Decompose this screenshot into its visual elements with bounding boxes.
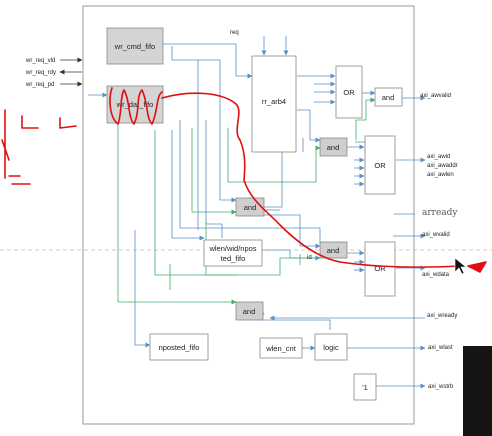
wr-cmd-fifo-label: wr_cmd_fifo (114, 42, 155, 51)
and-center-gate[interactable] (319, 241, 348, 259)
const-one-block[interactable] (353, 373, 377, 401)
blue-wires (88, 36, 426, 389)
mouse-cursor-icon (454, 257, 467, 275)
and-top-label: and (382, 93, 395, 102)
output-axi-wvalid: axi_wvalid (422, 232, 450, 238)
or-top-block[interactable] (335, 65, 363, 119)
signal-arready-label: arready (422, 208, 458, 218)
logic-block[interactable] (314, 333, 348, 361)
wr-dat-fifo-block[interactable] (106, 85, 164, 124)
wlen-fifo-label-line2: ted_fifo (221, 254, 246, 263)
wlen-wid-nposted-fifo-block[interactable] (203, 239, 263, 267)
red-ink-annotations (1, 87, 487, 273)
output-axi-awvalid: axi_awvalid (420, 93, 451, 99)
or-bottom-label: OR (374, 264, 386, 273)
input-wr-req-vld: wr_req_vld (25, 58, 55, 64)
output-axi-wdata: axi_wdata (422, 272, 450, 278)
and-left-label: and (244, 203, 257, 212)
and-center-label: and (327, 246, 340, 255)
signal-req-label: req (230, 30, 239, 36)
rr-arb4-block[interactable] (251, 55, 297, 153)
green-wires (117, 97, 376, 305)
and-bottom-gate[interactable] (235, 301, 264, 321)
wr-dat-fifo-label: wr_dat_fifo (116, 100, 154, 109)
wlen-cnt-label: wlen_cnt (265, 344, 297, 353)
input-wr-req-rdy: wr_req_rdy (25, 70, 56, 76)
wlen-cnt-block[interactable] (259, 337, 303, 359)
logic-label: logic (323, 343, 339, 352)
output-axi-wlast: axi_wlast (428, 345, 453, 351)
output-axi-wstrb: axi_wstrb (428, 384, 454, 390)
nposted-fifo-block[interactable] (149, 333, 209, 361)
input-wr-req-pd: wr_req_pd (25, 82, 54, 88)
and-mid-gate[interactable] (319, 137, 348, 157)
nposted-fifo-label: nposted_fifo (159, 343, 200, 352)
signal-id-label: id (307, 255, 312, 261)
or-mid-block[interactable] (364, 135, 396, 195)
and-bottom-label: and (243, 307, 256, 316)
and-top-gate[interactable] (374, 87, 403, 107)
output-axi-wready: axi_wready (427, 313, 457, 319)
wlen-fifo-label-line1: wlen/wid/npos (208, 244, 256, 253)
and-mid-label: and (327, 143, 340, 152)
output-axi-awid: axi_awid (427, 154, 450, 160)
rr-arb4-label: rr_arb4 (262, 97, 286, 106)
const-one-label: '1 (362, 383, 368, 392)
or-top-label: OR (343, 88, 355, 97)
output-axi-awaddr: axi_awaddr (427, 163, 458, 169)
or-mid-label: OR (374, 161, 386, 170)
output-axi-awlen: axi_awlen (427, 172, 454, 178)
wr-cmd-fifo-block[interactable] (106, 27, 164, 65)
or-bottom-block[interactable] (364, 241, 396, 297)
dark-corner-patch (463, 346, 492, 436)
